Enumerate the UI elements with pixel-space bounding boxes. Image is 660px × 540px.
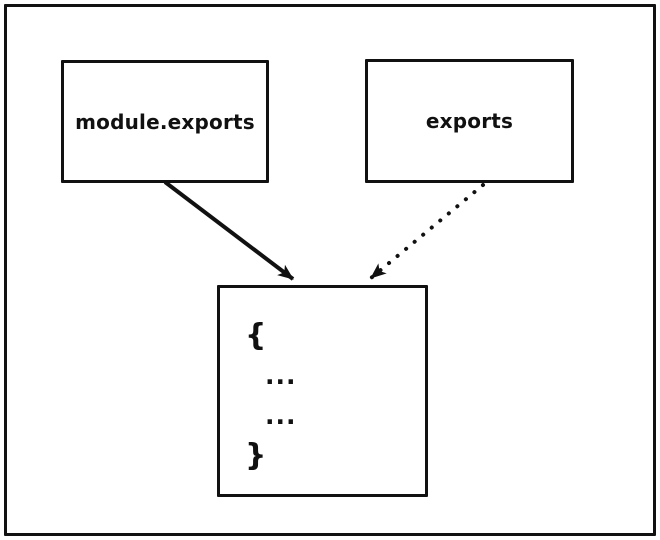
node-object-literal: { ... ... } xyxy=(217,285,428,497)
node-exports: exports xyxy=(365,59,574,183)
node-module-exports: module.exports xyxy=(61,60,269,183)
node-module-exports-label: module.exports xyxy=(75,109,255,134)
object-literal-ellipsis-1: ... xyxy=(265,361,297,390)
object-literal-open-brace: { xyxy=(245,318,267,353)
node-exports-label: exports xyxy=(425,109,514,133)
object-literal-close-brace: } xyxy=(245,438,267,473)
diagram-frame xyxy=(4,4,656,536)
object-literal-ellipsis-2: ... xyxy=(265,401,297,430)
